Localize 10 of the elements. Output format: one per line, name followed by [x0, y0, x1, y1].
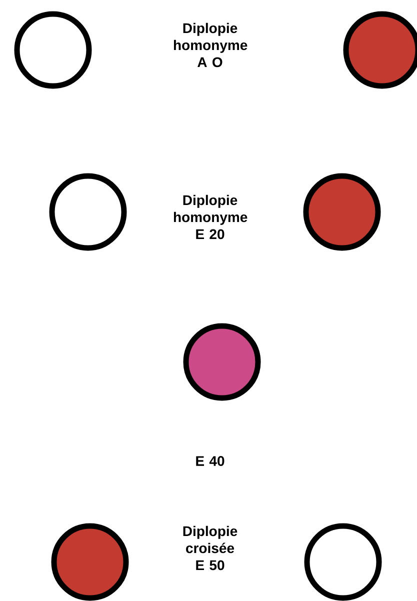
circle: [304, 523, 382, 601]
circle: [14, 11, 92, 89]
label: Diplopie homonyme A O: [174, 22, 248, 68]
circle: [303, 173, 381, 251]
circle: [51, 523, 129, 601]
label: Diplopie croisée E 50: [183, 526, 238, 570]
circle: [183, 323, 261, 401]
circle: [49, 173, 127, 251]
label: E 40: [196, 456, 224, 466]
label: Diplopie homonyme E 20: [174, 194, 248, 240]
